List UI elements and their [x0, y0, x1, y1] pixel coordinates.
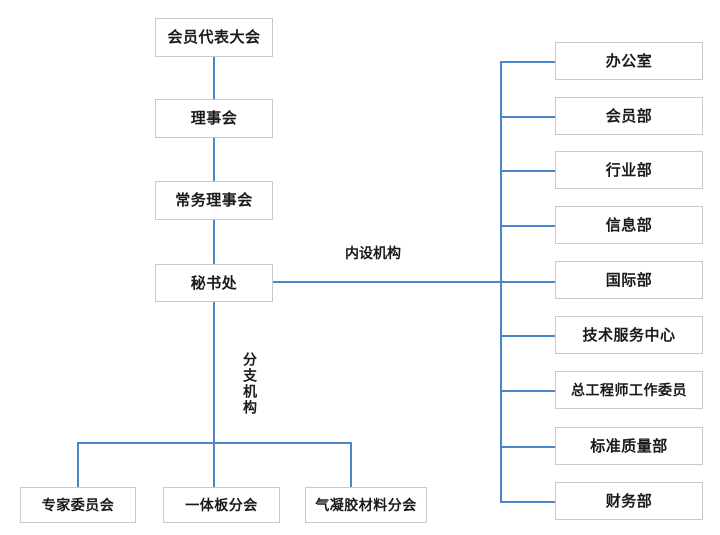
node-finance-dept[interactable]: 财务部 — [555, 482, 703, 520]
node-chief-engineer-committee[interactable]: 总工程师工作委员 — [555, 371, 703, 409]
node-assembly[interactable]: 会员代表大会 — [155, 18, 273, 57]
connector-dept-stub-tech — [500, 335, 555, 337]
node-secretariat[interactable]: 秘书处 — [155, 264, 273, 302]
connector-branch-drop-expert — [77, 442, 79, 487]
node-integrated-board-branch[interactable]: 一体板分会 — [163, 487, 280, 523]
node-standing-council[interactable]: 常务理事会 — [155, 181, 273, 220]
node-office[interactable]: 办公室 — [555, 42, 703, 80]
node-technical-service-center[interactable]: 技术服务中心 — [555, 316, 703, 354]
connector-dept-stub-information — [500, 225, 555, 227]
node-industry-dept[interactable]: 行业部 — [555, 151, 703, 189]
connector-secretariat-to-dept-trunk — [273, 281, 502, 283]
edge-label-internal-departments: 内设机构 — [345, 245, 401, 261]
connector-dept-stub-industry — [500, 170, 555, 172]
node-information-dept[interactable]: 信息部 — [555, 206, 703, 244]
connector-dept-stub-standard — [500, 446, 555, 448]
node-standard-quality-dept[interactable]: 标准质量部 — [555, 427, 703, 465]
node-membership-dept[interactable]: 会员部 — [555, 97, 703, 135]
connector-secretariat-to-branchbus — [213, 302, 215, 443]
node-aerogel-material-branch[interactable]: 气凝胶材料分会 — [305, 487, 427, 523]
connector-dept-stub-office — [500, 61, 555, 63]
connector-branch-drop-aerogel — [350, 442, 352, 487]
connector-dept-stub-international — [500, 281, 555, 283]
connector-branch-drop-integrated — [213, 442, 215, 487]
node-international-dept[interactable]: 国际部 — [555, 261, 703, 299]
connector-standing-to-secretariat — [213, 220, 215, 264]
node-expert-committee[interactable]: 专家委员会 — [20, 487, 136, 523]
node-council[interactable]: 理事会 — [155, 99, 273, 138]
connector-council-to-standing — [213, 138, 215, 181]
connector-assembly-to-council — [213, 57, 215, 99]
edge-label-branch-organizations: 分支机构 — [242, 352, 258, 416]
connector-dept-stub-finance — [500, 501, 555, 503]
connector-dept-stub-chief — [500, 390, 555, 392]
connector-dept-stub-membership — [500, 116, 555, 118]
